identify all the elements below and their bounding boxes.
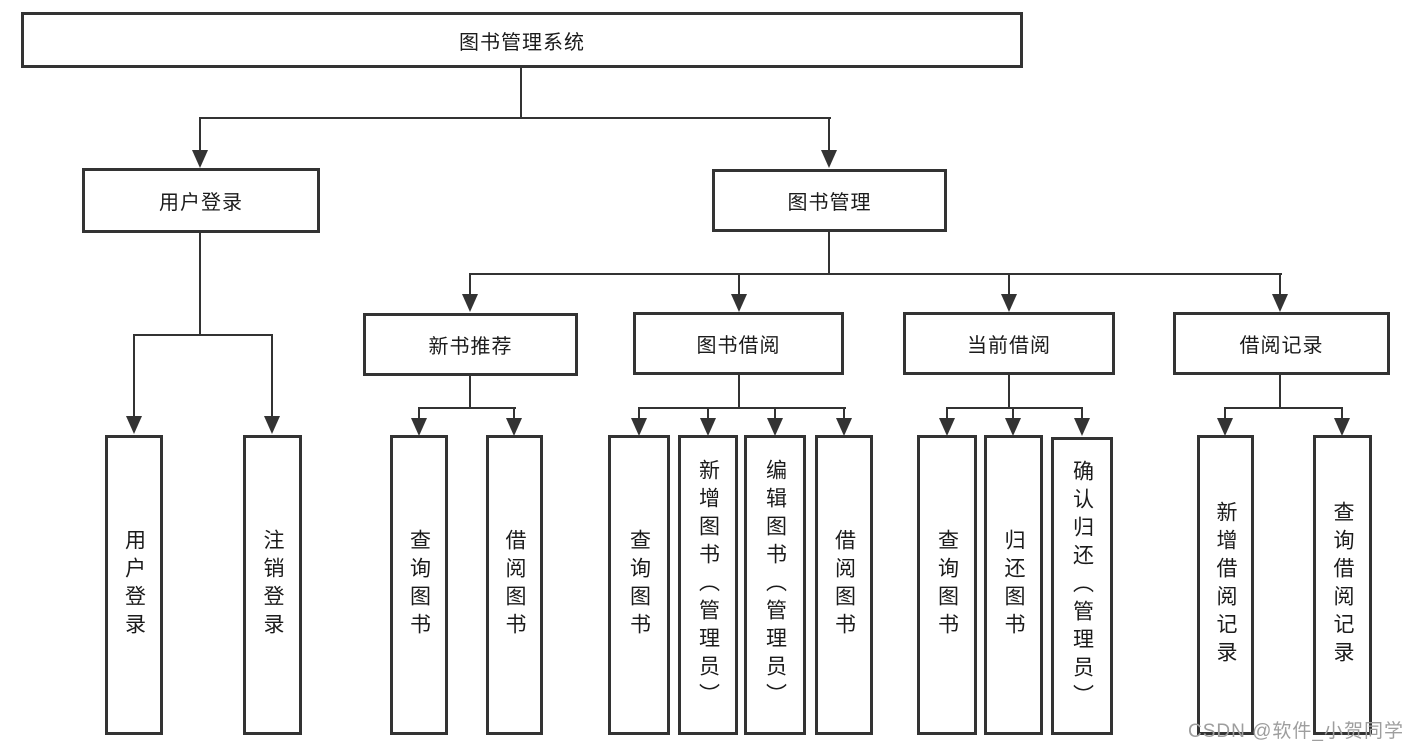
- connector-borrowing-records-bar: [1224, 407, 1343, 409]
- connector-leaf-stem: [1224, 407, 1226, 421]
- leaf-edit-books-admin: 编辑图书（管理员）: [744, 435, 806, 735]
- node-label: 查询借阅记录: [1331, 501, 1354, 669]
- arrowhead-book-management: [821, 150, 837, 168]
- arrowhead-leaf: [1217, 418, 1233, 436]
- connector-leaf-stem: [638, 407, 640, 421]
- node-borrowing-records: 借阅记录: [1173, 312, 1390, 375]
- arrowhead-leaf-user-login: [126, 416, 142, 434]
- leaf-query-books-current: 查询图书: [917, 435, 977, 735]
- leaf-confirm-return-admin: 确认归还（管理员）: [1051, 437, 1113, 735]
- node-label: 注销登录: [261, 529, 284, 641]
- arrowhead-current-borrowing: [1001, 294, 1017, 312]
- connector-to-current-borrowing: [1008, 273, 1010, 296]
- node-label: 新增图书（管理员）: [696, 459, 720, 711]
- arrowhead-leaf: [939, 418, 955, 436]
- node-label: 当前借阅: [967, 335, 1051, 357]
- node-label: 新增借阅记录: [1214, 501, 1237, 669]
- arrowhead-leaf: [506, 418, 522, 436]
- arrowhead-leaf: [1005, 418, 1021, 436]
- leaf-return-books: 归还图书: [984, 435, 1043, 735]
- connector-new-book-stem: [469, 376, 471, 409]
- csdn-watermark: CSDN @软件_小贺同学: [1188, 721, 1404, 742]
- node-book-management: 图书管理: [712, 169, 947, 232]
- connector-leaf-stem: [843, 407, 845, 421]
- arrowhead-borrowing-records: [1272, 294, 1288, 312]
- arrowhead-leaf: [631, 418, 647, 436]
- arrowhead-leaf: [411, 418, 427, 436]
- leaf-add-books-admin: 新增图书（管理员）: [678, 435, 738, 735]
- arrowhead-user-login: [192, 150, 208, 168]
- node-new-book-recommendation: 新书推荐: [363, 313, 578, 376]
- arrowhead-leaf: [767, 418, 783, 436]
- connector-to-leaf-logout: [271, 334, 273, 418]
- node-label: 归还图书: [1002, 529, 1025, 641]
- node-label: 查询图书: [935, 529, 959, 641]
- node-label: 借阅图书: [832, 529, 856, 641]
- node-label: 确认归还（管理员）: [1070, 460, 1094, 712]
- connector-root-stem: [520, 68, 522, 119]
- connector-leaf-stem: [707, 407, 709, 421]
- node-label: 借阅记录: [1239, 335, 1324, 357]
- node-user-login: 用户登录: [82, 168, 320, 233]
- arrowhead-leaf: [1334, 418, 1350, 436]
- connector-current-borrowing-bar: [946, 407, 1083, 409]
- node-label: 查询图书: [627, 529, 651, 641]
- connector-book-borrowing-bar: [638, 407, 846, 409]
- leaf-add-borrow-record: 新增借阅记录: [1197, 435, 1254, 735]
- connector-to-leaf-user-login: [133, 334, 135, 418]
- connector-user-login-stem: [199, 233, 201, 336]
- node-label: 新书推荐: [428, 336, 513, 358]
- node-label: 用户登录: [159, 192, 243, 214]
- connector-user-login-bar: [133, 334, 273, 336]
- node-label: 借阅图书: [503, 529, 526, 641]
- leaf-borrow-books: 借阅图书: [815, 435, 873, 735]
- connector-to-user-login: [199, 117, 201, 152]
- connector-leaf-stem: [513, 407, 515, 421]
- arrowhead-book-borrowing: [731, 294, 747, 312]
- node-label: 编辑图书（管理员）: [763, 459, 787, 711]
- arrowhead-new-book: [462, 294, 478, 312]
- connector-book-borrowing-stem: [738, 375, 740, 409]
- arrowhead-leaf-logout: [264, 416, 280, 434]
- connector-new-book-bar: [418, 407, 516, 409]
- node-label: 图书借阅: [696, 335, 781, 357]
- node-root-library-management-system: 图书管理系统: [21, 12, 1023, 68]
- arrowhead-leaf: [836, 418, 852, 436]
- connector-to-new-book: [469, 273, 471, 296]
- connector-leaf-stem: [774, 407, 776, 421]
- arrowhead-leaf: [700, 418, 716, 436]
- connector-leaf-stem: [1012, 407, 1014, 421]
- node-label: 查询图书: [407, 529, 431, 641]
- connector-to-book-borrowing: [738, 273, 740, 296]
- connector-leaf-stem: [418, 407, 420, 421]
- arrowhead-leaf: [1074, 418, 1090, 436]
- node-current-borrowing: 当前借阅: [903, 312, 1115, 375]
- connector-to-borrowing-records: [1279, 273, 1281, 296]
- connector-book-management-stem: [828, 232, 830, 275]
- connector-borrowing-records-stem: [1279, 375, 1281, 409]
- node-book-borrowing: 图书借阅: [633, 312, 844, 375]
- leaf-query-books-recommend: 查询图书: [390, 435, 448, 735]
- connector-to-book-management: [828, 117, 830, 152]
- leaf-query-books-borrowing: 查询图书: [608, 435, 670, 735]
- node-label: 用户登录: [122, 529, 146, 641]
- connector-leaf-stem: [1081, 407, 1083, 421]
- leaf-logout: 注销登录: [243, 435, 302, 735]
- connector-root-bar: [199, 117, 831, 119]
- node-label: 图书管理: [787, 192, 872, 214]
- connector-book-management-bar: [469, 273, 1282, 275]
- leaf-user-login: 用户登录: [105, 435, 163, 735]
- leaf-query-borrow-record: 查询借阅记录: [1313, 435, 1372, 735]
- leaf-borrow-books-recommend: 借阅图书: [486, 435, 543, 735]
- connector-leaf-stem: [946, 407, 948, 421]
- connector-leaf-stem: [1341, 407, 1343, 421]
- node-label: 图书管理系统: [459, 31, 585, 54]
- connector-current-borrowing-stem: [1008, 375, 1010, 409]
